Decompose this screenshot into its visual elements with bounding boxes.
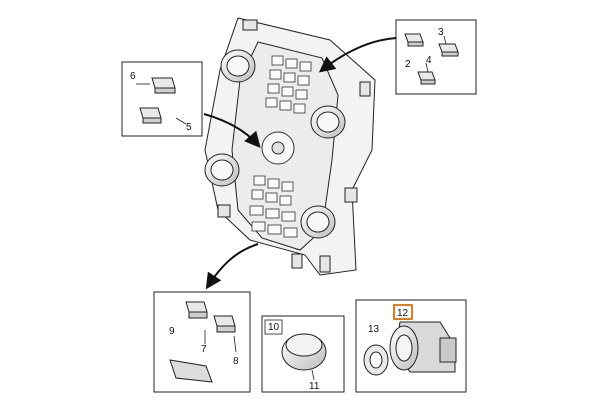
callout-5: 5 — [186, 122, 192, 133]
button-matrix — [249, 55, 312, 238]
callout-7: 7 — [201, 344, 207, 355]
callout-11: 11 — [309, 381, 320, 392]
callout-3: 3 — [438, 27, 444, 38]
callout-10: 10 — [268, 322, 280, 333]
callout-2: 2 — [405, 59, 411, 70]
detail-box-7-8-9 — [153, 291, 251, 393]
detail-box-10-11 — [261, 315, 345, 393]
rotary-knob-12 — [389, 321, 457, 373]
washer-13 — [363, 344, 389, 376]
detail-box-12-13 — [355, 299, 467, 393]
callout-12: 12 — [397, 308, 409, 319]
callout-8: 8 — [233, 356, 239, 367]
callout-12-highlight — [393, 304, 413, 320]
callout-numbers: 2 3 4 5 6 7 8 9 10 11 12 13 — [130, 27, 444, 392]
panel-knobs — [204, 49, 346, 239]
pointer-arrows — [203, 37, 397, 290]
button-caps-5-6 — [139, 77, 176, 124]
button-caps-7-8-9 — [169, 301, 236, 383]
detail-box-5-6 — [121, 61, 203, 137]
navigation-ring — [261, 131, 295, 165]
button-caps-2-3-4 — [404, 33, 459, 85]
detail-box-2-3-4 — [395, 19, 477, 95]
knob-cap-11 — [281, 333, 327, 371]
callout-10-box — [264, 319, 283, 335]
callout-9: 9 — [169, 326, 175, 337]
callout-13: 13 — [368, 324, 380, 335]
callout-6: 6 — [130, 71, 136, 82]
callout-4: 4 — [426, 55, 432, 66]
